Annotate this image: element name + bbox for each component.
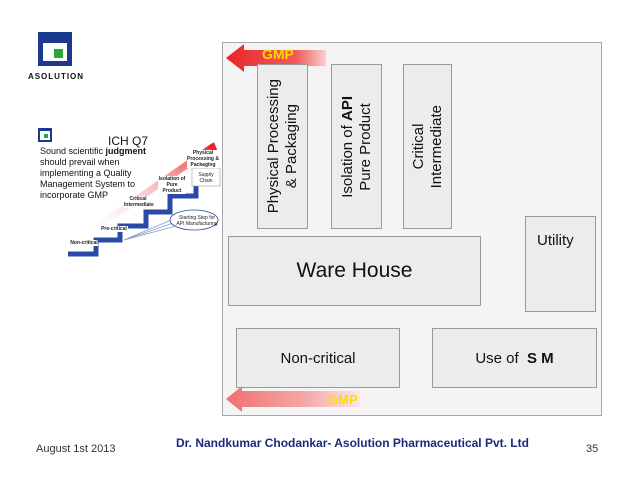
footer-date: August 1st 2013 (36, 443, 116, 455)
isolation-api-box (331, 64, 382, 229)
gmp-top-label: GMP (262, 46, 294, 62)
critical-intermediate-box (403, 64, 452, 229)
footer-author: Dr. Nandkumar Chodankar- Asolution Pharm… (176, 436, 529, 450)
utility-box (525, 216, 596, 312)
use-of-sm-box: Use of S M (432, 328, 597, 388)
asolution-logo-icon (38, 32, 72, 66)
stair-isolation: Isolation of Pure Product (158, 176, 186, 194)
critical-intermediate-label: Critical Intermediate (409, 104, 445, 189)
physical-processing-box (257, 64, 308, 229)
noncritical-label: Non-critical (280, 349, 356, 367)
sm-label: S M (527, 349, 554, 367)
warehouse-box: Ware House (228, 236, 481, 306)
ich-q7-title: ICH Q7 (108, 134, 149, 148)
isolation-api-label: Isolation of API Pure Product (338, 95, 374, 198)
starting-step-label: Starting Step for API Manufacturing (176, 215, 218, 227)
noncritical-box: Non-critical (236, 328, 400, 388)
logo-text: ASOLUTION (27, 72, 85, 81)
use-of-label: Use of (475, 349, 527, 367)
utility-label: Utility (537, 232, 574, 249)
stair-physical: Physical Processing & Packaging (187, 150, 219, 168)
mini-logo-icon (38, 128, 52, 142)
gmp-arrow-bottom (226, 386, 360, 412)
stair-critical-intermediate: Critical Intermediate (124, 196, 154, 208)
judgment-statement: Sound scientific judgment should prevail… (40, 146, 147, 200)
stair-precritical: Pre-critical (100, 226, 128, 232)
supply-chain-label: Supply Chain (195, 172, 217, 184)
stair-noncritical: Non-critical (70, 240, 98, 246)
gmp-bottom-label: GMP (328, 392, 358, 407)
warehouse-label: Ware House (296, 259, 413, 282)
page-number: 35 (586, 443, 599, 455)
physical-processing-label: Physical Processing & Packaging (264, 79, 300, 214)
